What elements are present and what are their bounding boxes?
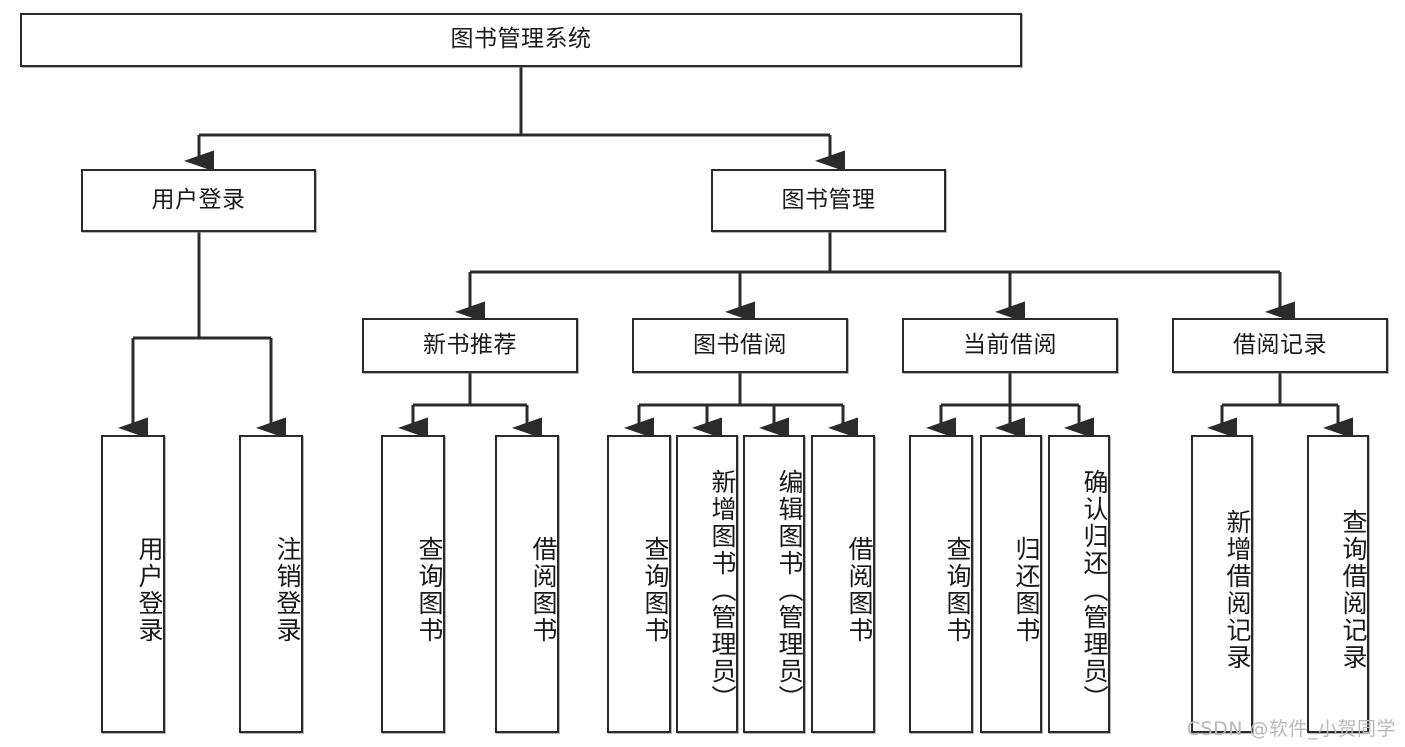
csdn-watermark: CSDN @软件_小贺同学 <box>1186 718 1396 740</box>
leaf-current-return-book[interactable]: 归还图书 <box>980 435 1042 733</box>
leaf-record-query-borrow-record[interactable]: 查询借阅记录 <box>1307 435 1369 733</box>
node-new-book-recommend[interactable]: 新书推荐 <box>362 318 578 373</box>
leaf-borrow-edit-book-admin[interactable]: 编辑图书（管理员） <box>743 435 805 733</box>
leaf-recommend-borrow-book[interactable]: 借阅图书 <box>495 435 559 733</box>
node-label: 图书管理系统 <box>450 26 592 53</box>
node-label: 新增图书（管理员） <box>708 468 737 712</box>
node-label: 借阅图书 <box>845 536 874 644</box>
node-label: 编辑图书（管理员） <box>775 468 804 712</box>
node-label: 注销登录 <box>273 536 302 644</box>
node-label: 确认归还（管理员） <box>1080 468 1109 712</box>
node-label: 归还图书 <box>1012 536 1041 644</box>
node-book-management[interactable]: 图书管理 <box>711 169 946 232</box>
node-label: 当前借阅 <box>963 331 1057 358</box>
node-label: 查询图书 <box>943 536 972 644</box>
node-label: 查询图书 <box>641 536 670 644</box>
leaf-borrow-query-book[interactable]: 查询图书 <box>607 435 671 733</box>
node-current-borrow[interactable]: 当前借阅 <box>902 318 1118 373</box>
leaf-user-logout[interactable]: 注销登录 <box>239 435 303 733</box>
node-label: 新书推荐 <box>423 331 517 358</box>
node-label: 用户登录 <box>151 186 246 213</box>
leaf-borrow-add-book-admin[interactable]: 新增图书（管理员） <box>676 435 738 733</box>
node-borrow-record[interactable]: 借阅记录 <box>1172 318 1388 373</box>
node-label: 借阅图书 <box>529 536 558 644</box>
leaf-borrow-borrow-book[interactable]: 借阅图书 <box>811 435 875 733</box>
leaf-current-query-book[interactable]: 查询图书 <box>909 435 973 733</box>
node-book-borrow[interactable]: 图书借阅 <box>632 318 848 373</box>
node-root-system[interactable]: 图书管理系统 <box>20 13 1022 67</box>
node-user-login[interactable]: 用户登录 <box>81 169 316 232</box>
node-label: 查询借阅记录 <box>1339 509 1368 671</box>
node-label: 借阅记录 <box>1233 331 1327 358</box>
node-label: 新增借阅记录 <box>1223 509 1252 671</box>
node-label: 图书管理 <box>781 186 876 213</box>
leaf-record-add-borrow-record[interactable]: 新增借阅记录 <box>1191 435 1253 733</box>
node-label: 图书借阅 <box>693 331 787 358</box>
leaf-user-login[interactable]: 用户登录 <box>101 435 165 733</box>
leaf-current-confirm-return-admin[interactable]: 确认归还（管理员） <box>1048 435 1110 733</box>
node-label: 查询图书 <box>415 536 444 644</box>
leaf-recommend-query-book[interactable]: 查询图书 <box>381 435 445 733</box>
node-label: 用户登录 <box>135 536 164 644</box>
